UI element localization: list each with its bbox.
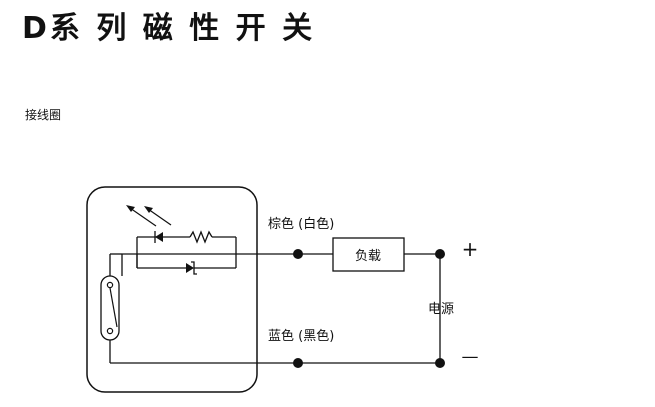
- led-diode-symbol: [155, 232, 163, 242]
- power-label: 电源: [428, 302, 454, 317]
- reed-switch-symbol: [100, 253, 123, 363]
- section-subtitle: 接线圈: [25, 108, 62, 122]
- minus-sign: —: [462, 347, 479, 367]
- load-label: 负载: [355, 249, 381, 264]
- wire-top-label: 棕色 (白色): [268, 216, 334, 232]
- wire-bottom-label: 蓝色 (黑色): [268, 328, 334, 344]
- light-emission-arrows-icon: [126, 205, 172, 227]
- load-box: [332, 237, 405, 272]
- zener-diode-branch: [122, 253, 236, 275]
- plus-sign: +: [462, 237, 479, 261]
- bottom-terminal-dot: [293, 358, 303, 368]
- led-resistor-branch: [136, 230, 237, 268]
- switch-housing: [86, 186, 258, 393]
- resistor-symbol: [189, 230, 213, 244]
- zener-diode-symbol: [186, 263, 194, 273]
- bottom-wire: [110, 358, 445, 368]
- page-title: D系 列 磁 性 开 关: [22, 11, 316, 46]
- top-terminal-dot: [293, 249, 303, 259]
